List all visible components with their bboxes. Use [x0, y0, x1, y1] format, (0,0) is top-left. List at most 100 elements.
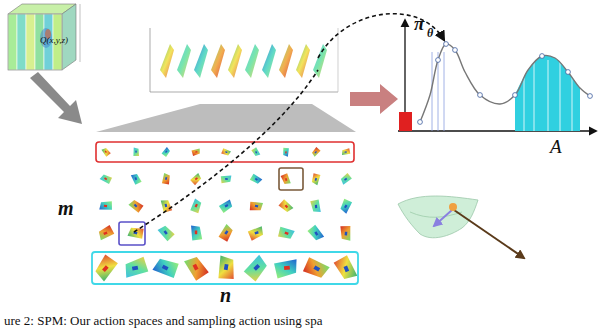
- action-icon: [191, 226, 202, 241]
- strip-axis: [150, 92, 338, 93]
- icon-mark: [345, 151, 347, 153]
- action-icon: [133, 147, 140, 156]
- icon-mark: [135, 151, 137, 153]
- icon-shape: [221, 175, 232, 183]
- action-icon: [310, 172, 321, 185]
- action-icon: [249, 173, 262, 186]
- icon-mark: [102, 265, 109, 272]
- action-icon: [128, 198, 144, 214]
- action-icon: [101, 147, 111, 157]
- icon-mark: [134, 204, 138, 208]
- action-icon: [97, 225, 115, 241]
- action-icon: [152, 254, 180, 279]
- area-divider: [548, 60, 549, 131]
- slice-image: [262, 44, 276, 78]
- axis-subscript: θ: [427, 27, 433, 39]
- icon-mark: [254, 231, 258, 234]
- icon-mark: [164, 230, 168, 234]
- icon-shape: [333, 255, 357, 283]
- icon-shape: [131, 173, 142, 186]
- action-icon: [190, 173, 203, 186]
- icon-shape: [218, 224, 236, 243]
- icon-shape: [99, 200, 113, 211]
- icon-mark: [103, 231, 107, 235]
- action-icon: [307, 224, 324, 243]
- icon-shape: [191, 149, 200, 157]
- icon-shape: [242, 255, 270, 283]
- icon-mark: [345, 232, 348, 236]
- icon-mark: [135, 177, 138, 180]
- action-icon: [339, 225, 351, 241]
- figure-caption: ure 2: SPM: Our action spaces and sampli…: [4, 314, 322, 327]
- strip-axis: [338, 28, 339, 92]
- action-icon: [342, 148, 351, 155]
- action-icon: [249, 201, 263, 213]
- icon-mark: [255, 205, 259, 208]
- icon-shape: [278, 198, 294, 214]
- icon-mark: [284, 231, 288, 235]
- icon-mark: [132, 266, 138, 271]
- slice-image: [160, 44, 174, 78]
- action-icon: [280, 173, 290, 185]
- action-icon: [274, 259, 298, 278]
- action-icon: [310, 199, 321, 213]
- icon-shape: [307, 224, 324, 243]
- pull-arrow: [434, 210, 452, 226]
- action-icon: [217, 255, 238, 280]
- icon-mark: [253, 264, 260, 271]
- policy-block-arrow: [350, 84, 398, 114]
- icon-shape: [101, 147, 111, 157]
- action-icon: [91, 253, 119, 281]
- icon-mark: [255, 178, 258, 181]
- red-row-box: [96, 142, 354, 162]
- icon-mark: [104, 205, 107, 207]
- icon-shape: [128, 198, 144, 214]
- action-icon: [277, 226, 295, 242]
- grey-block-arrow: [30, 72, 82, 124]
- action-icon: [282, 147, 290, 157]
- curve-point: [418, 120, 423, 125]
- action-icon: [242, 255, 270, 283]
- icon-mark: [285, 151, 287, 153]
- action-icon: [221, 148, 231, 158]
- cube-slice: [26, 14, 35, 70]
- icon-shape: [247, 226, 264, 241]
- icon-mark: [165, 204, 168, 207]
- curve-point: [513, 93, 518, 98]
- icon-mark: [285, 178, 287, 181]
- icon-shape: [191, 226, 202, 241]
- area-divider: [534, 60, 535, 131]
- slice-image: [228, 44, 242, 78]
- icon-mark: [162, 265, 169, 271]
- slice-image: [245, 44, 259, 78]
- icon-shape: [301, 256, 329, 282]
- sample-line: [438, 52, 439, 131]
- cloth-fold: [410, 212, 462, 217]
- icon-mark: [285, 205, 289, 209]
- action-icon: [247, 226, 264, 241]
- action-icon: [339, 173, 352, 185]
- icon-shape: [282, 147, 290, 157]
- icon-shape: [189, 198, 203, 214]
- icon-mark: [315, 205, 317, 208]
- action-icon: [100, 172, 113, 184]
- sample-line: [444, 52, 445, 131]
- cube-axis: [80, 4, 81, 62]
- icon-mark: [225, 178, 228, 180]
- icon-shape: [310, 199, 321, 213]
- icon-shape: [123, 256, 149, 277]
- icon-shape: [277, 226, 295, 242]
- icon-shape: [249, 201, 263, 213]
- purple-select-box: [119, 222, 145, 245]
- icon-mark: [165, 151, 167, 153]
- icon-mark: [195, 151, 197, 153]
- icon-mark: [315, 178, 318, 181]
- dimension-label: m: [58, 198, 74, 218]
- icon-shape: [221, 148, 231, 158]
- icon-shape: [218, 199, 234, 213]
- icon-mark: [314, 151, 317, 153]
- action-icon: [311, 147, 321, 157]
- policy-plot: [398, 20, 596, 131]
- sampling-path: [134, 70, 318, 232]
